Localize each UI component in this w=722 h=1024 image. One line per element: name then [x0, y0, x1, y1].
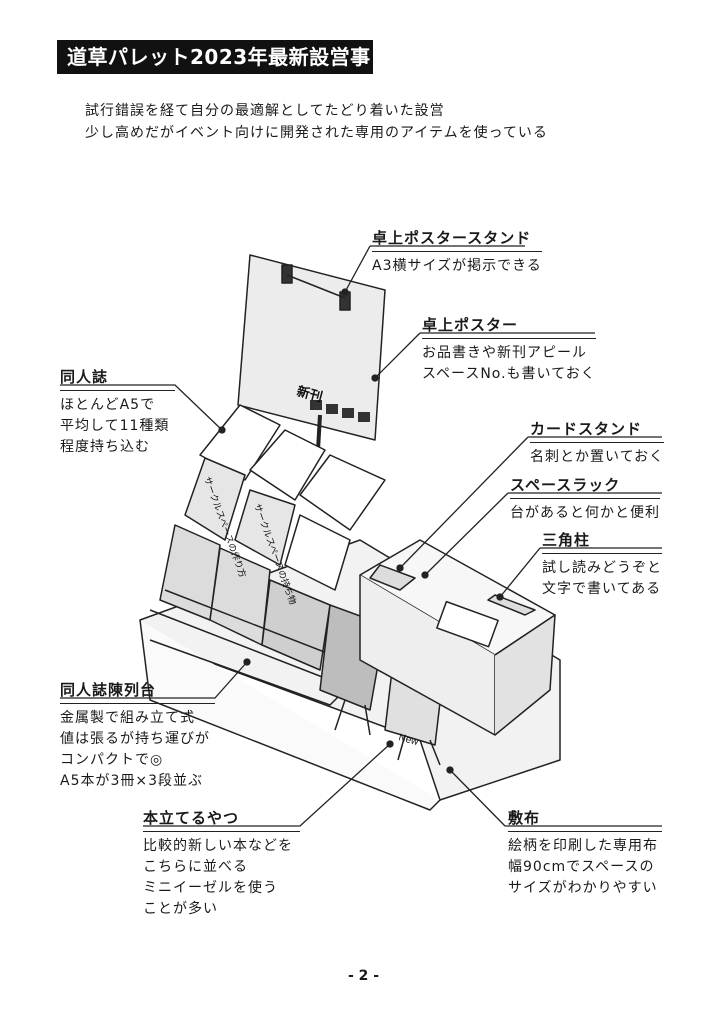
callout-head: 本立てるやつ: [143, 808, 300, 832]
callout-book-stand: 本立てるやつ 比較的新しい本などを こちらに並べる ミニイーゼルを使う ことが多…: [143, 808, 300, 920]
card-stand-shape: [369, 564, 416, 591]
callout-line: 文字で書いてある: [542, 581, 662, 597]
callout-line: 試し読みどうぞと: [542, 560, 662, 576]
callout-head: 卓上ポスタースタンド: [372, 228, 542, 252]
callout-line: A3横サイズが掲示できる: [372, 258, 542, 274]
callout-cloth: 敷布 絵柄を印刷した専用布 幅90cmでスペースの サイズがわかりやすい: [508, 808, 662, 899]
easel-new-tag: New: [397, 732, 420, 748]
callout-head: 同人誌: [60, 367, 175, 391]
page-title: 道草パレット2023年最新設営事情: [57, 40, 373, 103]
callout-line: 程度持ち込む: [60, 439, 150, 455]
callout-line: ミニイーゼルを使う: [143, 880, 278, 896]
poster-new-label: 新刊: [295, 383, 324, 404]
callout-head: カードスタンド: [530, 419, 665, 443]
callout-line: ほとんどA5で: [60, 397, 156, 413]
callout-line: コンパクトで◎: [60, 752, 164, 768]
callout-line: 平均して11種類: [60, 418, 170, 434]
callout-space-rack: スペースラック 台があると何かと便利: [510, 475, 660, 524]
callout-poster: 卓上ポスター お品書きや新刊アピール スペースNo.も書いておく: [422, 315, 596, 385]
callout-line: 名刺とか置いておく: [530, 449, 665, 465]
callout-head: 敷布: [508, 808, 662, 832]
callout-head: 三角柱: [542, 530, 662, 554]
intro-line-1: 試行錯誤を経て自分の最適解としてたどり着いた設営: [85, 103, 445, 119]
callout-line: サイズがわかりやすい: [508, 880, 658, 896]
callout-triangle: 三角柱 試し読みどうぞと 文字で書いてある: [542, 530, 662, 600]
callout-line: スペースNo.も書いておく: [422, 366, 596, 382]
callout-line: 幅90cmでスペースの: [508, 859, 655, 875]
callout-head: 卓上ポスター: [422, 315, 596, 339]
callout-line: ことが多い: [143, 901, 218, 917]
callout-head: 同人誌陳列台: [60, 680, 215, 704]
callout-line: 値は張るが持ち運びが: [60, 731, 210, 747]
page-number: - 2 -: [348, 968, 380, 984]
callout-line: A5本が3冊×3段並ぶ: [60, 773, 204, 789]
callout-head: スペースラック: [510, 475, 660, 499]
callout-line: 比較的新しい本などを: [143, 838, 293, 854]
intro-text: 試行錯誤を経て自分の最適解としてたどり着いた設営 少し高めだがイベント向けに開発…: [85, 100, 548, 144]
intro-line-2: 少し高めだがイベント向けに開発された専用のアイテムを使っている: [85, 125, 548, 141]
callout-line: お品書きや新刊アピール: [422, 345, 587, 361]
callout-poster-stand: 卓上ポスタースタンド A3横サイズが掲示できる: [372, 228, 542, 277]
callout-display-stand: 同人誌陳列台 金属製で組み立て式 値は張るが持ち運びが コンパクトで◎ A5本が…: [60, 680, 215, 792]
callout-line: こちらに並べる: [143, 859, 248, 875]
callout-line: 金属製で組み立て式: [60, 710, 195, 726]
callout-line: 台があると何かと便利: [510, 505, 660, 521]
callout-doujinshi: 同人誌 ほとんどA5で 平均して11種類 程度持ち込む: [60, 367, 175, 458]
callout-card-stand: カードスタンド 名刺とか置いておく: [530, 419, 665, 468]
callout-line: 絵柄を印刷した専用布: [508, 838, 658, 854]
